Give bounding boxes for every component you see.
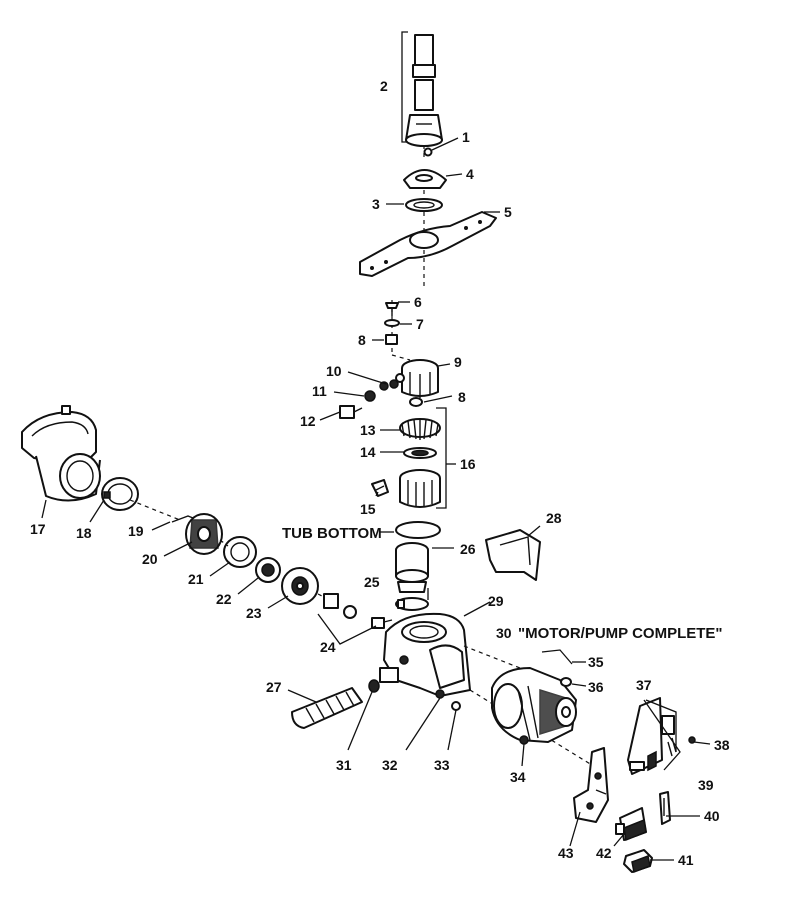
callout-14: 14 bbox=[360, 444, 376, 460]
part-31-fitting bbox=[368, 679, 380, 693]
callout-10: 10 bbox=[326, 363, 342, 379]
leader-lines bbox=[41, 137, 711, 861]
callout-33: 33 bbox=[434, 757, 450, 773]
part-33-screw bbox=[451, 701, 461, 711]
part-9-hub bbox=[401, 359, 439, 398]
callout-9: 9 bbox=[454, 354, 462, 370]
callout-30: 30 bbox=[496, 625, 512, 641]
callout-27: 27 bbox=[266, 679, 282, 695]
part-11-seal bbox=[364, 390, 376, 402]
bracket-39 bbox=[643, 699, 681, 771]
bracket-16 bbox=[436, 407, 447, 509]
callout-1: 1 bbox=[462, 129, 470, 145]
part-16-assembly bbox=[399, 469, 441, 508]
part-28-guard bbox=[485, 529, 541, 581]
callout-8-upper: 8 bbox=[358, 332, 366, 348]
callout-3: 3 bbox=[372, 196, 380, 212]
part-35-wire bbox=[541, 649, 573, 665]
part-37-bracket bbox=[627, 697, 677, 775]
callout-32: 32 bbox=[382, 757, 398, 773]
part-43-bracket bbox=[573, 747, 609, 823]
part-1-screw bbox=[423, 147, 433, 157]
part-8-nut-upper bbox=[385, 334, 398, 345]
callout-11: 11 bbox=[312, 383, 327, 399]
part-7-washer bbox=[384, 319, 400, 327]
part-21-ring bbox=[223, 536, 257, 568]
callout-40: 40 bbox=[704, 808, 720, 824]
part-6-screw bbox=[385, 302, 399, 316]
callout-6: 6 bbox=[414, 294, 422, 310]
part-41-block bbox=[623, 849, 653, 874]
callout-17: 17 bbox=[30, 521, 46, 537]
tub-bottom-ring bbox=[395, 521, 441, 539]
callout-21: 21 bbox=[188, 571, 204, 587]
part-30-motor bbox=[491, 667, 577, 743]
part-20-chopper bbox=[185, 513, 223, 555]
callout-18: 18 bbox=[76, 525, 92, 541]
callout-36: 36 bbox=[588, 679, 604, 695]
callout-16: 16 bbox=[460, 456, 476, 472]
part-17-housing bbox=[21, 405, 101, 502]
part-5-spray-arm bbox=[359, 211, 497, 277]
part-25-clamp bbox=[395, 597, 429, 611]
callout-34: 34 bbox=[510, 769, 526, 785]
callout-35: 35 bbox=[588, 654, 604, 670]
tub-bottom-label: TUB BOTTOM bbox=[282, 525, 382, 542]
callout-numbers: 1 2 3 4 5 6 7 8 8 9 10 11 12 13 14 15 16… bbox=[30, 78, 730, 868]
callout-31: 31 bbox=[336, 757, 352, 773]
bracket-2 bbox=[401, 31, 408, 143]
callout-43: 43 bbox=[558, 845, 574, 861]
callout-2: 2 bbox=[380, 78, 388, 94]
callout-24: 24 bbox=[320, 639, 336, 655]
part-8-nut-lower bbox=[409, 397, 423, 407]
callout-29: 29 bbox=[488, 593, 504, 609]
callout-4: 4 bbox=[466, 166, 474, 182]
bracket-24 bbox=[317, 613, 377, 645]
part-18-clamp bbox=[101, 477, 139, 511]
callout-25: 25 bbox=[364, 574, 380, 590]
callout-42: 42 bbox=[596, 845, 612, 861]
part-13-gear bbox=[399, 418, 441, 440]
part-15-clip bbox=[371, 479, 389, 497]
part-42-solenoid bbox=[615, 807, 647, 842]
part-2-upper-tube bbox=[405, 34, 443, 147]
callout-22: 22 bbox=[216, 591, 232, 607]
part-3-ring bbox=[405, 198, 443, 212]
callout-12: 12 bbox=[300, 413, 316, 429]
callout-28: 28 bbox=[546, 510, 562, 526]
part-23-impeller bbox=[281, 567, 319, 605]
callout-38: 38 bbox=[714, 737, 730, 753]
part-36-nut bbox=[560, 677, 572, 687]
callout-15: 15 bbox=[360, 501, 376, 517]
callout-37: 37 bbox=[636, 677, 652, 693]
part-29-pump-body bbox=[379, 612, 471, 697]
part-34-screw bbox=[519, 735, 529, 745]
part-40-clip bbox=[659, 791, 671, 825]
callout-7: 7 bbox=[416, 316, 424, 332]
part-24-fittings bbox=[323, 593, 393, 629]
part-27-hose bbox=[291, 687, 363, 729]
part-26-filter bbox=[395, 542, 429, 593]
callout-26: 26 bbox=[460, 541, 476, 557]
callout-41: 41 bbox=[678, 852, 694, 868]
callout-8-lower: 8 bbox=[458, 389, 466, 405]
callout-13: 13 bbox=[360, 422, 376, 438]
callout-19: 19 bbox=[128, 523, 144, 539]
callout-5: 5 bbox=[504, 204, 512, 220]
part-32-screw bbox=[435, 689, 445, 699]
part-22-ring bbox=[255, 557, 281, 583]
part-10-cluster bbox=[379, 373, 405, 391]
motor-pump-label: "MOTOR/PUMP COMPLETE" bbox=[518, 625, 723, 642]
callout-23: 23 bbox=[246, 605, 262, 621]
part-12-bolt bbox=[339, 405, 363, 419]
part-4-cap bbox=[403, 169, 447, 189]
callout-20: 20 bbox=[142, 551, 158, 567]
callout-39: 39 bbox=[698, 777, 714, 793]
